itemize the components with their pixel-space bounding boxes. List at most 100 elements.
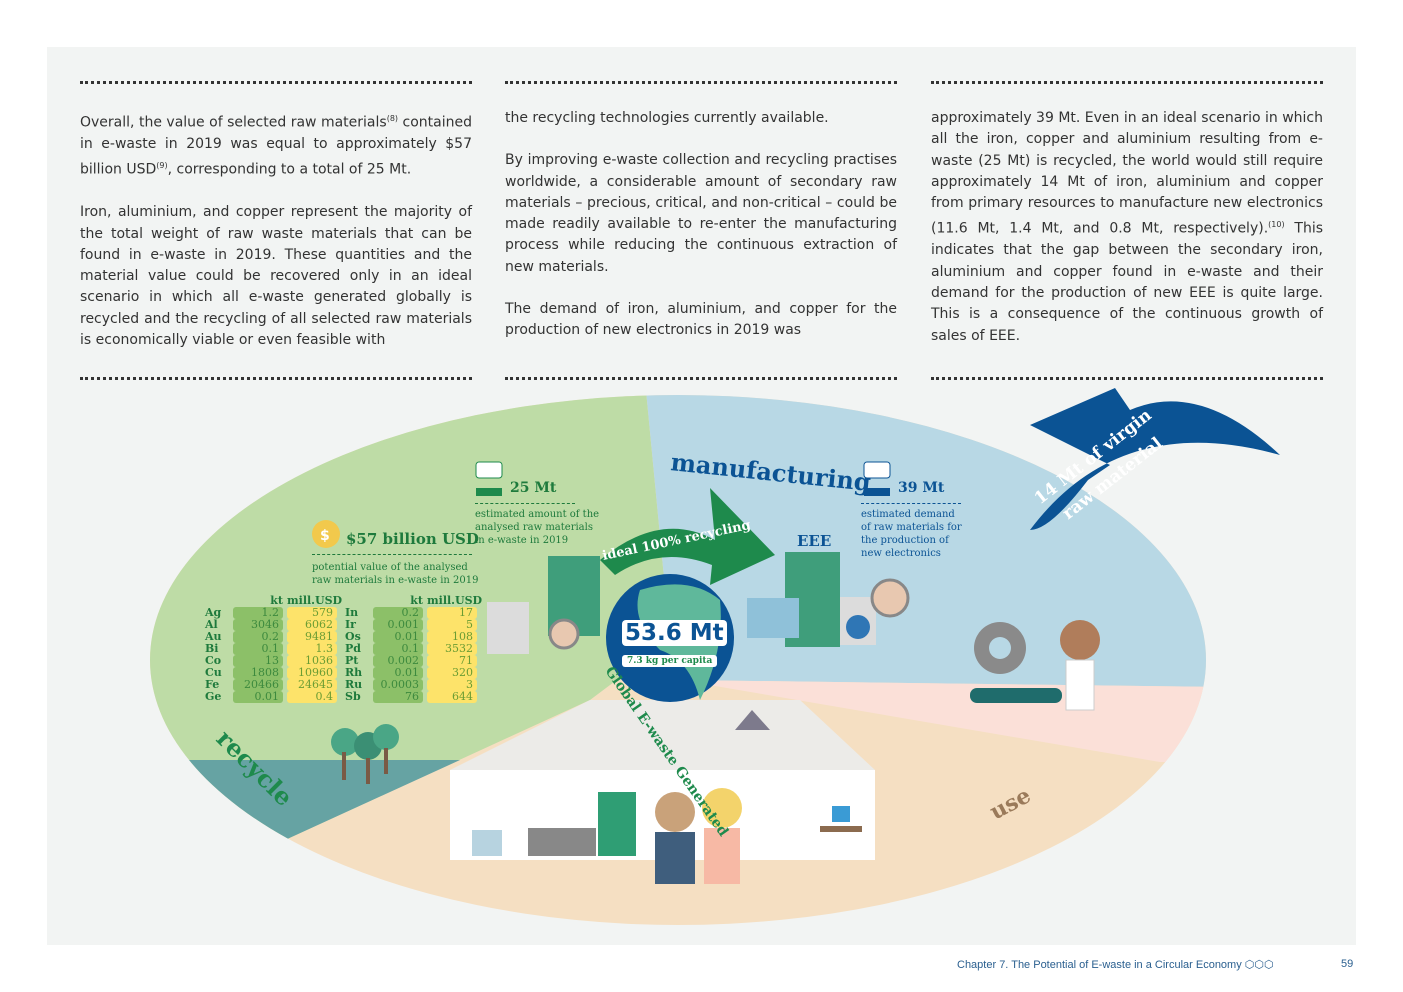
weight-kt: 0.01 [373, 631, 423, 643]
element-symbol: Pt [345, 654, 359, 667]
fridge-icon [598, 792, 636, 856]
text: potential value of the analysed [312, 562, 468, 573]
scale-icon [475, 461, 503, 479]
value-musd: 579 [287, 607, 337, 619]
person-body [655, 832, 695, 884]
fan-icon [548, 618, 580, 650]
weight-kt: 13 [233, 655, 283, 667]
worker-body [1065, 659, 1095, 711]
gear-hole [989, 637, 1011, 659]
demand-amount: 39 Mt [898, 480, 945, 496]
divider [80, 377, 472, 380]
trees-icon [331, 724, 399, 784]
element-symbol: Ru [345, 678, 363, 691]
weight-kt: 20466 [233, 679, 283, 691]
value-musd: 0.4 [287, 691, 337, 703]
virgin-material-arrow [1030, 388, 1280, 530]
weight-kt: 0.001 [373, 619, 423, 631]
element-symbol: Ge [205, 690, 222, 703]
weight-kt: 0.1 [373, 643, 423, 655]
washing-machine-icon [487, 602, 529, 654]
weight-kt: 1.2 [233, 607, 283, 619]
chapter-footer: Chapter 7. The Potential of E-waste in a… [957, 958, 1274, 971]
text-column-3: approximately 39 Mt. Even in an ideal sc… [931, 108, 1323, 368]
text: raw materials in e-waste in 2019 [312, 575, 479, 586]
lamp-icon [735, 710, 770, 730]
value-musd: 320 [427, 667, 477, 679]
weight-kt: 0.2 [233, 631, 283, 643]
value-musd: 9481 [287, 631, 337, 643]
text: of raw materials for [861, 522, 962, 533]
page-number: 59 [1341, 958, 1354, 970]
element-symbol: Co [205, 654, 222, 667]
paragraph: approximately 39 Mt. Even in an ideal sc… [931, 110, 1323, 344]
weight-kt: 0.002 [373, 655, 423, 667]
element-symbol: Sb [345, 690, 361, 703]
text: the production of [861, 535, 949, 546]
hexagon-icons: ⬡⬡⬡ [1244, 959, 1274, 971]
column-header-usd: mill.USD [287, 594, 343, 607]
value-description: potential value of the analysed raw mater… [312, 561, 478, 587]
monitor-icon [747, 598, 799, 638]
weight-kt: 0.01 [233, 691, 283, 703]
column-header-usd: mill.USD [427, 594, 483, 607]
weight-kt: 76 [373, 691, 423, 703]
paragraph: By improving e-waste collection and recy… [505, 152, 897, 275]
eee-label: EEE [797, 532, 832, 550]
value-amount: $57 billion USD [346, 530, 479, 548]
worker-icon [1060, 620, 1100, 660]
fan-icon [870, 578, 910, 618]
oven-icon [472, 830, 502, 856]
value-musd: 1.3 [287, 643, 337, 655]
element-symbol: Al [205, 618, 218, 631]
paragraph: Iron, aluminium, and copper represent th… [80, 204, 472, 348]
computer-icon [832, 806, 850, 822]
conveyor-belt-icon [970, 688, 1062, 703]
element-symbol: Bi [205, 642, 219, 655]
value-musd: 5 [427, 619, 477, 631]
weight-kt: 0.1 [233, 643, 283, 655]
divider [931, 377, 1323, 380]
weight-kt: 3046 [233, 619, 283, 631]
weight-kt: 0.2 [373, 607, 423, 619]
element-symbol: Rh [345, 666, 363, 679]
cabinet-icon [528, 828, 596, 856]
value-musd: 71 [427, 655, 477, 667]
washer-drum [846, 615, 870, 639]
recycling-arrow [600, 488, 775, 585]
house-roof [450, 700, 875, 770]
text-column-1: Overall, the value of selected raw mater… [80, 108, 472, 372]
person-body [704, 828, 740, 884]
total-ewaste-value: 53.6 Mt [622, 620, 727, 646]
value-musd: 24645 [287, 679, 337, 691]
scale-base [864, 488, 890, 496]
text: new electronics [861, 548, 941, 559]
element-symbol: Cu [205, 666, 222, 679]
recycled-amount: 25 Mt [510, 480, 557, 496]
divider [931, 81, 1323, 84]
text: in e-waste in 2019 [475, 535, 569, 546]
value-musd: 10960 [287, 667, 337, 679]
weight-kt: 0.01 [373, 667, 423, 679]
value-musd: 108 [427, 631, 477, 643]
element-symbol: Ag [205, 606, 222, 619]
text: estimated demand [861, 509, 955, 520]
element-symbol: In [345, 606, 359, 619]
weight-kt: 1808 [233, 667, 283, 679]
per-capita-value: 7.3 kg per capita [622, 655, 718, 667]
element-symbol: Pd [345, 642, 361, 655]
column-header-kt: kt [410, 594, 423, 607]
value-musd: 17 [427, 607, 477, 619]
scale-base [476, 488, 502, 496]
divider [80, 81, 472, 84]
person-icon [702, 788, 742, 828]
element-symbol: Ir [345, 618, 356, 631]
coin-icon [312, 520, 340, 548]
paragraph: The demand of iron, aluminium, and coppe… [505, 301, 897, 339]
value-musd: 644 [427, 691, 477, 703]
person-icon [655, 792, 695, 832]
divider [505, 377, 897, 380]
